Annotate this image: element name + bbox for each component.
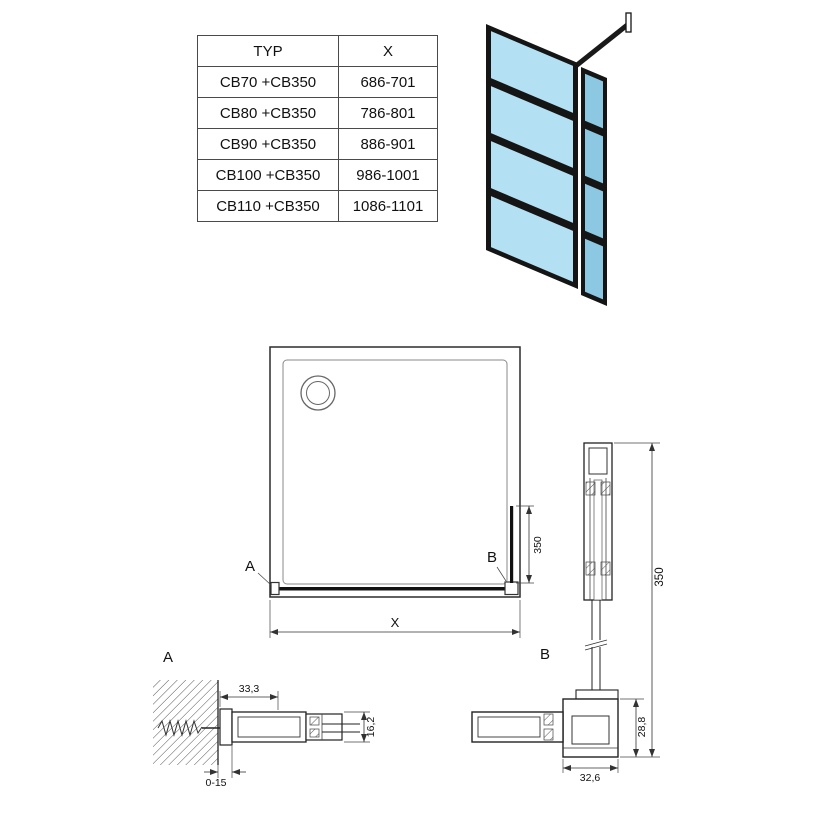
dim-label-28-8: 28,8 <box>636 717 648 738</box>
table-row: CB80 +CB350 786-801 <box>197 97 438 129</box>
detail-a-label: A <box>163 649 173 666</box>
glass-pane <box>491 31 573 113</box>
main-glass-panel <box>486 24 578 290</box>
gasket <box>585 561 596 576</box>
leader-b <box>496 566 507 582</box>
return-glass-pane <box>585 238 603 300</box>
return-glass-pane <box>585 128 603 184</box>
dim-label-350-plan: 350 <box>532 536 544 554</box>
gasket <box>309 728 320 738</box>
foot-arm-window <box>477 716 541 738</box>
isometric-view <box>486 12 632 307</box>
drain-circle-outer <box>300 375 336 411</box>
profile-window <box>237 716 301 738</box>
dim-label-350-side: 350 <box>654 567 666 586</box>
col-header-typ: TYP <box>197 35 339 67</box>
gasket <box>600 561 611 576</box>
wall-profile-plan <box>270 581 280 596</box>
gasket <box>543 728 554 741</box>
support-bar-wall-plate <box>625 12 632 33</box>
dim-label-32-6: 32,6 <box>580 772 601 784</box>
dim-label-x: X <box>391 615 400 630</box>
side-view: 350 28,8 32,6 B <box>471 442 666 784</box>
wall-plate <box>219 708 233 746</box>
dim-label-33-3: 33,3 <box>239 683 260 695</box>
return-glass-pane <box>585 183 603 239</box>
gasket <box>543 713 554 726</box>
table-cell-x: 686-701 <box>338 66 438 98</box>
detail-a-view: A 33,3 <box>153 649 377 789</box>
foot-block-window <box>571 715 610 745</box>
side-label-b: B <box>540 646 550 663</box>
drain-circle-inner <box>306 381 330 405</box>
table-row: CB90 +CB350 886-901 <box>197 128 438 160</box>
leader-a <box>257 572 272 586</box>
top-cap-window <box>588 447 608 475</box>
table-cell-typ: CB90 +CB350 <box>197 128 339 160</box>
col-header-x: X <box>338 35 438 67</box>
glass-pane <box>491 86 573 168</box>
foot-top-plate <box>575 689 619 700</box>
support-bar <box>573 22 630 69</box>
glass-slot <box>593 479 603 601</box>
dim-label-16-2: 16,2 <box>365 717 377 738</box>
corner-bracket-plan <box>504 581 519 596</box>
wall-anchor <box>157 719 203 737</box>
dim-label-0-15: 0-15 <box>205 777 226 789</box>
plan-label-a: A <box>245 558 255 575</box>
dimension-x: X <box>269 600 521 638</box>
break-mark <box>584 643 608 651</box>
break-mark <box>584 639 608 647</box>
table-cell-typ: CB110 +CB350 <box>197 190 339 222</box>
glass-pane <box>491 196 573 282</box>
size-table: TYP X CB70 +CB350 686-701 CB80 +CB350 78… <box>197 35 438 222</box>
side-return-panel <box>581 67 607 307</box>
shower-tray-inner <box>282 359 508 585</box>
dimension-foot-width: 32,6 <box>562 759 619 784</box>
table-row: CB110 +CB350 1086-1101 <box>197 190 438 222</box>
dimension-0-15: 0-15 <box>204 746 246 789</box>
glass-screen-plan <box>277 587 510 591</box>
gasket <box>585 481 596 496</box>
table-row: CB70 +CB350 686-701 <box>197 66 438 98</box>
table-cell-x: 986-1001 <box>338 159 438 191</box>
gasket <box>309 716 320 726</box>
dimension-height-350: 350 <box>614 442 666 758</box>
plan-view: A B 350 X <box>245 346 544 638</box>
return-glass-pane <box>585 73 603 129</box>
table-header-row: TYP X <box>197 35 438 67</box>
dimension-33-3: 33,3 <box>219 683 279 710</box>
dimension-foot-height: 28,8 <box>620 698 648 757</box>
dimension-return-350: 350 <box>516 505 544 584</box>
dimension-16-2: 16,2 <box>344 711 377 743</box>
table-cell-typ: CB70 +CB350 <box>197 66 339 98</box>
break-mask <box>586 640 606 647</box>
table-cell-x: 886-901 <box>338 128 438 160</box>
table-cell-x: 1086-1101 <box>338 190 438 222</box>
glass-pane <box>491 141 573 223</box>
gasket <box>600 481 611 496</box>
return-glass-plan <box>510 506 514 583</box>
plan-label-b: B <box>487 549 497 566</box>
